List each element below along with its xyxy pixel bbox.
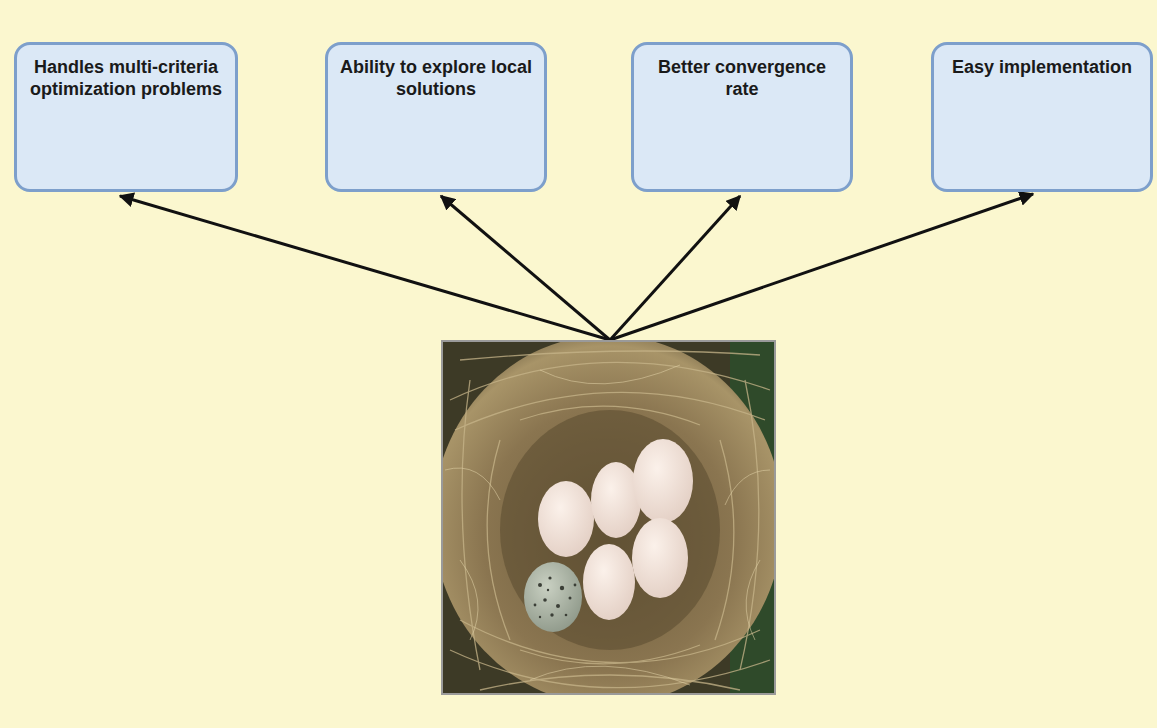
leader-arrows (120, 194, 1033, 340)
feature-box: Better convergence rate (631, 42, 853, 192)
feature-box: Easy implementation (931, 42, 1153, 192)
leader-arrow (441, 196, 610, 340)
feature-label: Handles multi-criteria optimization prob… (17, 45, 235, 100)
leader-arrow (120, 196, 610, 340)
nest-photo (443, 342, 774, 693)
feature-label: Better convergence rate (634, 45, 850, 100)
leader-arrow (610, 194, 1033, 340)
feature-box: Ability to explore local solutions (325, 42, 547, 192)
feature-box: Handles multi-criteria optimization prob… (14, 42, 238, 192)
feature-label: Easy implementation (934, 45, 1150, 79)
feature-label: Ability to explore local solutions (328, 45, 544, 100)
